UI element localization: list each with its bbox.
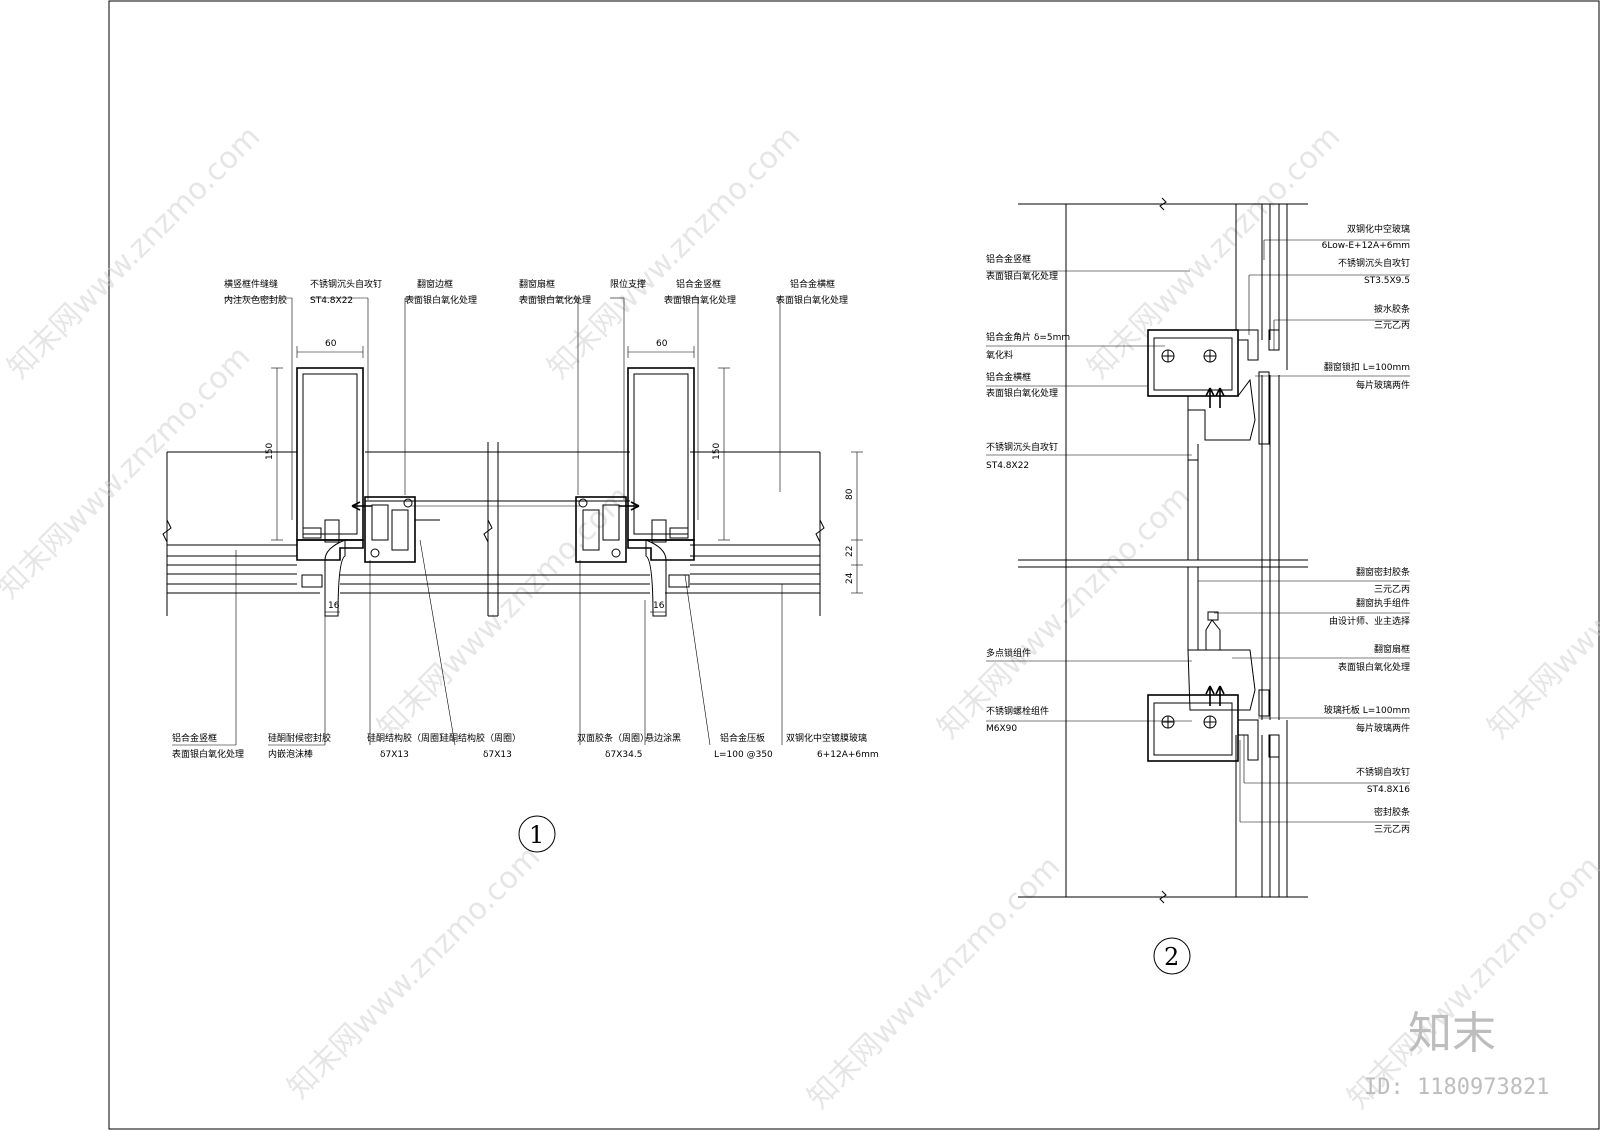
detail-2-left-labels: 铝合金竖框 表面银白氧化处理 铝合金角片 δ=5mm 氧化料 铝合金横框 表面银… (986, 253, 1070, 734)
watermark: 知末网www.znzmo.com (801, 849, 1067, 1115)
d1-top-label: 横竖框件缝缝 (224, 278, 278, 290)
image-id: ID: 1180973821 (1364, 1075, 1549, 1100)
dim-24: 24 (845, 572, 855, 584)
d1-top-label: 不锈钢沉头自攻钉 (310, 278, 382, 290)
watermark: 知末网www.znzmo.com (1481, 479, 1600, 745)
dim-60-right: 60 (656, 339, 668, 349)
detail-1-top-labels: 横竖框件缝缝 内注灰色密封胶 不锈钢沉头自攻钉 ST4.8X22 翻窗边框 表面… (224, 278, 848, 306)
dim-16-left: 16 (328, 601, 340, 611)
d2-left-label: 铝合金横框 (986, 371, 1031, 383)
detail-1-number: 1 (529, 821, 544, 849)
d2-right-label: 三元乙丙 (1374, 824, 1410, 835)
dim-150-right: 150 (712, 443, 722, 460)
d2-right-label: 三元乙丙 (1374, 584, 1410, 595)
d2-right-label: 玻璃托板 L=100mm (1324, 704, 1410, 716)
d1-top-label: 翻窗扇框 (519, 278, 555, 290)
d1-bottom-label: 双钢化中空镀膜玻璃 (786, 732, 867, 744)
detail-2-number-circle (1153, 937, 1191, 975)
detail-1-bottom-labels: 铝合金竖框 表面银白氧化处理 硅酮耐候密封胶 内嵌泡沫棒 硅酮结构胶（周圈） δ… (172, 732, 879, 760)
detail-1-section: 60 60 150 150 80 22 24 16 16 (162, 297, 863, 746)
watermark: 知末网www.znzmo.com (541, 119, 807, 385)
dim-60-left: 60 (325, 339, 337, 349)
d1-bottom-label: 内嵌泡沫棒 (268, 748, 313, 760)
d2-right-label: 披水胶条 (1374, 303, 1410, 315)
d1-top-label: 表面银白氧化处理 (519, 294, 591, 306)
d2-left-label: 铝合金竖框 (986, 253, 1031, 265)
d2-right-label: ST4.8X16 (1367, 785, 1410, 795)
watermark: 知末网www.znzmo.com (931, 479, 1197, 745)
dim-80: 80 (845, 488, 855, 500)
d1-top-label: 限位支撑 (610, 278, 646, 290)
dim-16-right: 16 (653, 601, 665, 611)
d1-top-label: 表面银白氧化处理 (664, 294, 736, 306)
brand-logo: 知末 (1408, 1008, 1496, 1059)
watermark: 知末网www.znzmo.com (371, 479, 637, 745)
d2-right-label: 双钢化中空玻璃 (1347, 223, 1410, 235)
d1-bottom-label: 铝合金压板 (720, 732, 765, 744)
d1-bottom-label: 硅酮结构胶（周圈） (367, 732, 448, 744)
detail-1-number-circle (518, 815, 556, 853)
d1-bottom-label: 表面银白氧化处理 (172, 748, 244, 760)
d1-top-label: 表面银白氧化处理 (405, 294, 477, 306)
d1-bottom-label: 铝合金竖框 (172, 732, 217, 744)
d1-bottom-label: 双面胶条（周圈） (577, 732, 649, 744)
d2-left-label: 表面银白氧化处理 (986, 270, 1058, 282)
watermark: 知末网www.znzmo.com (281, 839, 547, 1105)
detail-2-number: 2 (1164, 943, 1179, 971)
d2-right-label: 不锈钢沉头自攻钉 (1338, 257, 1410, 269)
dim-150-left: 150 (265, 443, 275, 460)
d2-right-label: 翻窗执手组件 (1356, 597, 1410, 609)
d2-left-label: 铝合金角片 δ=5mm (986, 331, 1070, 343)
d1-top-label: ST4.8X22 (310, 296, 353, 306)
d2-left-label: 多点锁组件 (986, 647, 1031, 659)
d2-left-label: M6X90 (986, 724, 1017, 734)
d1-top-label: 表面银白氧化处理 (776, 294, 848, 306)
d1-top-label: 翻窗边框 (417, 278, 453, 290)
d2-left-label: 氧化料 (986, 349, 1013, 361)
d1-top-label: 铝合金横框 (790, 278, 835, 290)
d1-top-label: 铝合金竖框 (676, 278, 721, 290)
d2-right-label: 不锈钢自攻钉 (1356, 766, 1410, 778)
d2-right-label: 由设计师、业主选择 (1329, 615, 1410, 627)
d2-right-label: 翻窗密封胶条 (1356, 566, 1410, 578)
d2-right-label: 每片玻璃两件 (1356, 379, 1410, 391)
d2-left-label: 表面银白氧化处理 (986, 387, 1058, 399)
d2-right-label: 每片玻璃两件 (1356, 722, 1410, 734)
d1-bottom-label: 硅酮结构胶（周圈） (440, 732, 521, 744)
d2-right-label: 翻窗扇框 (1374, 643, 1410, 655)
d1-bottom-label: δ7X13 (483, 750, 512, 760)
d2-left-label: ST4.8X22 (986, 461, 1029, 471)
d2-right-label: 三元乙丙 (1374, 320, 1410, 331)
d2-right-label: 6Low-E+12A+6mm (1322, 241, 1410, 251)
detail-2-section (986, 197, 1410, 904)
d1-bottom-label: 悬边涂黑 (645, 732, 681, 744)
d1-bottom-label: δ7X34.5 (605, 750, 642, 760)
d2-right-label: 翻窗锁扣 L=100mm (1324, 361, 1410, 373)
d2-left-label: 不锈钢螺栓组件 (986, 705, 1049, 717)
dim-22: 22 (845, 546, 855, 557)
watermark: 知末网www.znzmo.com (0, 339, 257, 605)
d2-right-label: 密封胶条 (1374, 806, 1410, 818)
d1-bottom-label: L=100 @350 (714, 750, 773, 760)
d2-left-label: 不锈钢沉头自攻钉 (986, 441, 1058, 453)
d1-top-label: 内注灰色密封胶 (224, 294, 287, 306)
d1-bottom-label: 硅酮耐候密封胶 (268, 732, 331, 744)
d1-bottom-label: δ7X13 (380, 750, 409, 760)
d1-bottom-label: 6+12A+6mm (817, 750, 879, 760)
d2-right-label: 表面银白氧化处理 (1338, 661, 1410, 673)
d2-right-label: ST3.5X9.5 (1364, 276, 1410, 286)
detail-2-right-labels: 双钢化中空玻璃 6Low-E+12A+6mm 不锈钢沉头自攻钉 ST3.5X9.… (1322, 223, 1411, 835)
